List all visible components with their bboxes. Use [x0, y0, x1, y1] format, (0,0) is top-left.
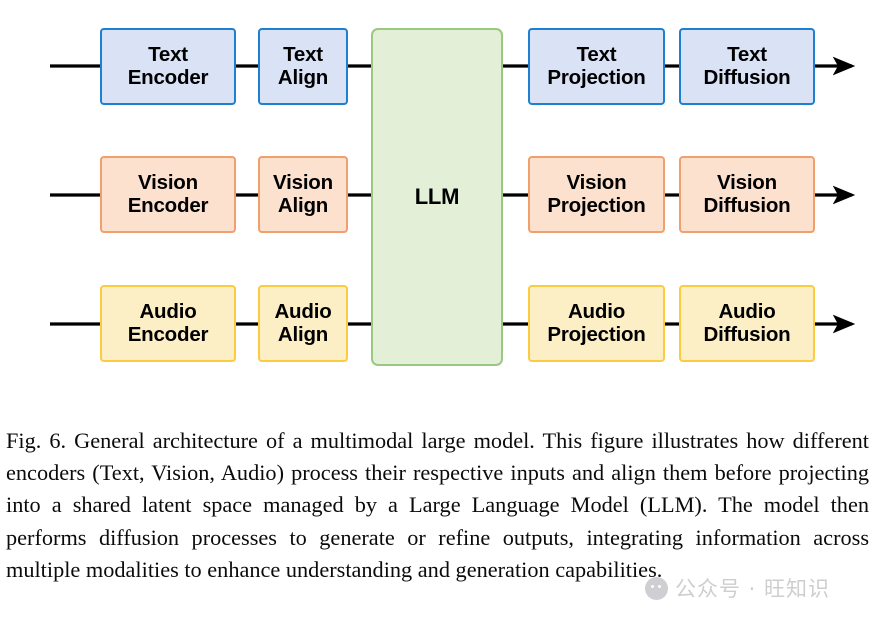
node-audio-projection-label: Audio Projection	[547, 299, 646, 346]
node-audio-encoder[interactable]: Audio Encoder	[100, 285, 236, 362]
node-vision-align-label: Vision Align	[273, 170, 333, 217]
node-audio-diffusion-label: Audio Diffusion	[703, 299, 791, 346]
node-vision-encoder-label: Vision Encoder	[127, 170, 209, 217]
node-vision-encoder[interactable]: Vision Encoder	[100, 156, 236, 233]
figure-caption-number: Fig. 6.	[6, 428, 67, 453]
node-text-diffusion[interactable]: Text Diffusion	[679, 28, 815, 105]
node-vision-projection-label: Vision Projection	[547, 170, 646, 217]
node-text-diffusion-label: Text Diffusion	[703, 42, 791, 89]
node-audio-align-label: Audio Align	[274, 299, 332, 346]
node-audio-encoder-label: Audio Encoder	[127, 299, 209, 346]
node-llm[interactable]: LLM	[371, 28, 503, 366]
node-vision-projection[interactable]: Vision Projection	[528, 156, 665, 233]
node-text-projection-label: Text Projection	[547, 42, 646, 89]
node-audio-projection[interactable]: Audio Projection	[528, 285, 665, 362]
node-text-projection[interactable]: Text Projection	[528, 28, 665, 105]
node-vision-align[interactable]: Vision Align	[258, 156, 348, 233]
diagram-connectors	[50, 56, 856, 334]
node-text-encoder-label: Text Encoder	[127, 42, 209, 89]
figure-diagram: Text Encoder Text Align Text Projection …	[50, 28, 856, 366]
node-audio-align[interactable]: Audio Align	[258, 285, 348, 362]
node-vision-diffusion[interactable]: Vision Diffusion	[679, 156, 815, 233]
node-text-encoder[interactable]: Text Encoder	[100, 28, 236, 105]
node-text-align-label: Text Align	[277, 42, 329, 89]
node-llm-label: LLM	[414, 183, 460, 209]
node-text-align[interactable]: Text Align	[258, 28, 348, 105]
figure-caption-body: General architecture of a multimodal lar…	[6, 428, 869, 582]
figure-caption: Fig. 6. General architecture of a multim…	[6, 425, 869, 586]
node-audio-diffusion[interactable]: Audio Diffusion	[679, 285, 815, 362]
node-vision-diffusion-label: Vision Diffusion	[703, 170, 791, 217]
